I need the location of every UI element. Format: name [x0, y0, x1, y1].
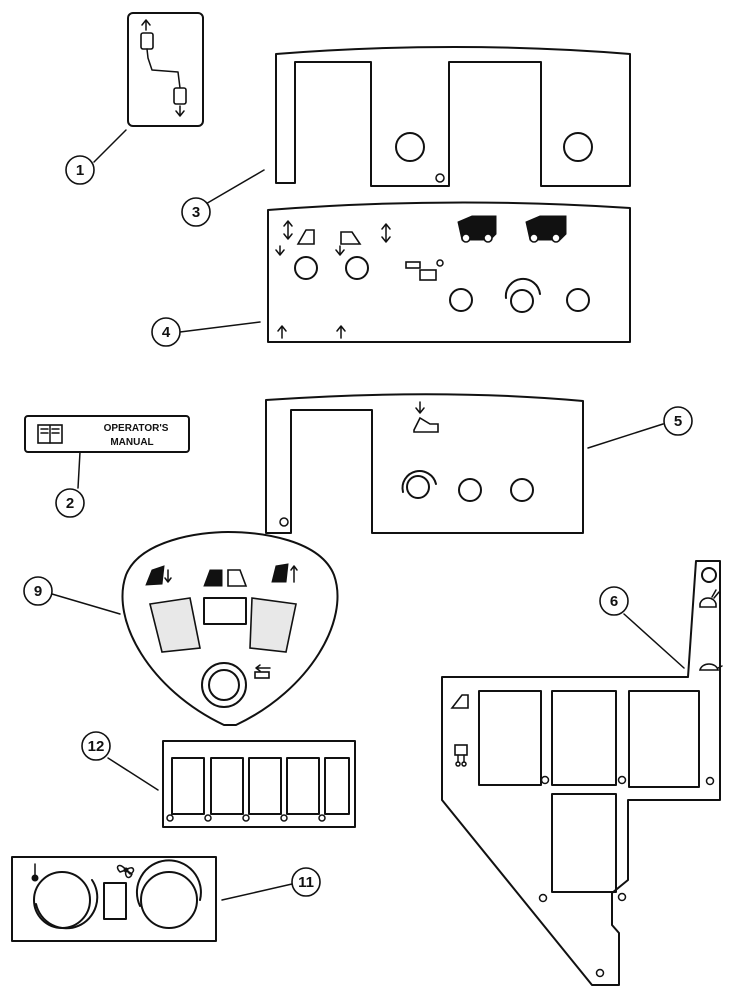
manual-label-line1: OPERATOR'S — [104, 423, 169, 434]
callout-1: 1 — [65, 129, 127, 185]
tractor-icon — [457, 215, 497, 243]
callout-2: 2 — [55, 451, 85, 518]
loader-bucket-icon — [450, 694, 469, 709]
loader-bucket-icon — [296, 229, 315, 245]
rocker-switch — [249, 597, 297, 653]
loader-arm-icon — [413, 401, 439, 433]
gauge-icon — [701, 567, 717, 583]
joystick-shift-icon — [140, 19, 187, 117]
part-5-panel — [265, 393, 584, 534]
double-arrow-icon — [283, 220, 293, 240]
part-9-console — [121, 531, 339, 726]
svg-text:9: 9 — [34, 583, 42, 600]
display-window — [203, 597, 247, 625]
callout-5: 5 — [587, 406, 693, 449]
svg-text:11: 11 — [298, 874, 314, 891]
part-3-panel — [275, 46, 631, 187]
manual-label-line2: MANUAL — [110, 437, 153, 448]
fan-switch — [103, 882, 127, 920]
gauge-window — [551, 690, 617, 786]
gauge-window — [478, 690, 542, 786]
fan-icon — [116, 864, 135, 879]
turtle-icon — [698, 663, 723, 671]
svg-text:12: 12 — [88, 738, 105, 755]
part-2-label: OPERATOR'S MANUAL — [24, 415, 190, 453]
part-6-side-panel — [441, 560, 723, 986]
gauge-window — [551, 793, 617, 893]
callout-12: 12 — [81, 731, 159, 791]
svg-text:4: 4 — [162, 324, 171, 341]
callout-3: 3 — [181, 169, 265, 227]
rocker-switch — [324, 757, 350, 815]
svg-text:5: 5 — [674, 413, 682, 430]
svg-text:1: 1 — [76, 162, 84, 179]
transmission-icon — [405, 259, 444, 281]
svg-text:2: 2 — [66, 495, 74, 512]
throttle-knob — [401, 470, 437, 499]
gauge-window — [628, 690, 700, 788]
rabbit-icon — [699, 589, 720, 608]
loader-bucket-icon — [340, 231, 362, 245]
throttle-knob — [504, 277, 541, 313]
callout-9: 9 — [23, 576, 121, 615]
thermometer-icon — [31, 863, 39, 882]
rocker-switch — [171, 757, 205, 815]
loader-arm-icon — [271, 563, 298, 583]
part-11-climate-panel — [11, 856, 217, 942]
double-arrow-icon — [381, 223, 391, 243]
tractor-icon — [525, 215, 567, 243]
rocker-switch — [149, 597, 201, 653]
open-book-icon — [37, 424, 63, 444]
loader-arm-icon — [145, 565, 172, 586]
transmission-icon — [254, 664, 271, 679]
gauge-hole — [563, 132, 593, 162]
fuse-icon — [454, 744, 468, 767]
fan-speed-knob — [135, 859, 202, 929]
svg-text:6: 6 — [610, 593, 618, 610]
callout-11: 11 — [221, 867, 321, 901]
callout-6: 6 — [599, 586, 685, 669]
rocker-switch — [248, 757, 282, 815]
part-4-panel — [267, 201, 631, 343]
loader-bucket-icon — [203, 569, 248, 587]
rocker-switch — [210, 757, 244, 815]
callout-4: 4 — [151, 317, 261, 347]
rocker-switch — [286, 757, 320, 815]
part-1-decal — [127, 12, 204, 127]
gauge-hole — [395, 132, 425, 162]
part-12-switch-strip — [162, 740, 356, 828]
temperature-knob — [33, 871, 99, 930]
svg-text:3: 3 — [192, 204, 200, 221]
